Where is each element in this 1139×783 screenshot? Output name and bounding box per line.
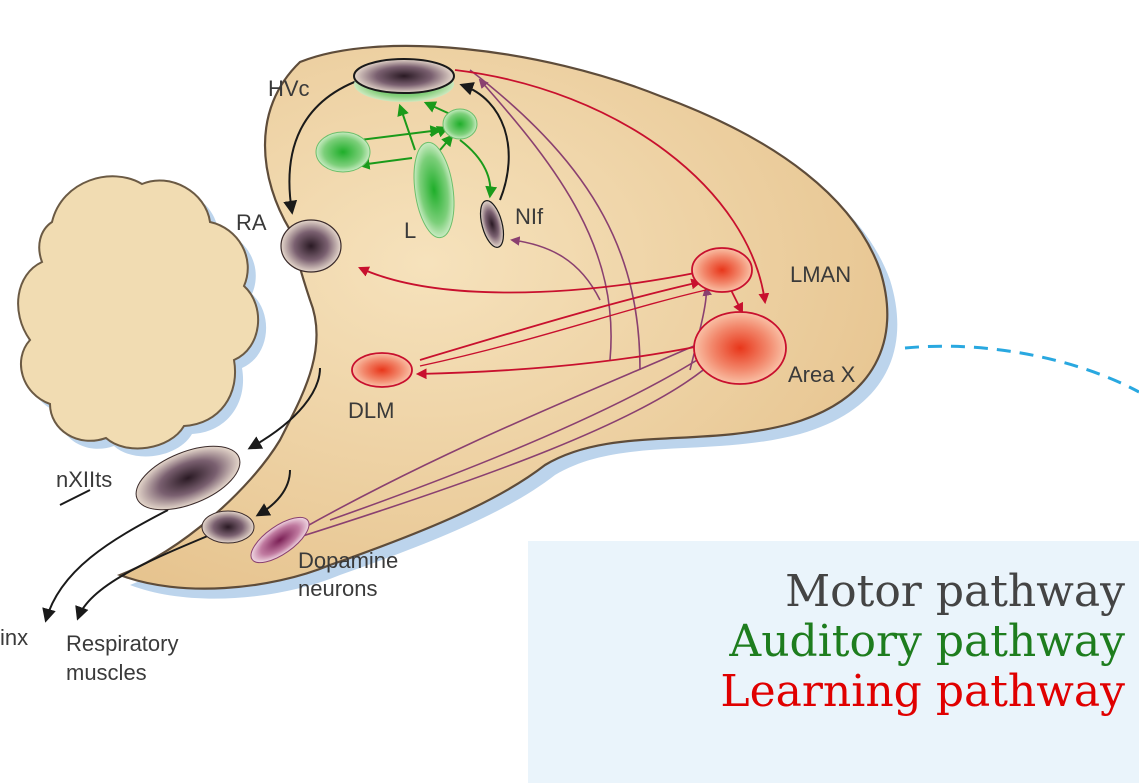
legend-learning: Learning pathway (528, 667, 1125, 717)
label-nif: NIf (515, 204, 544, 229)
pathway-legend: Motor pathway Auditory pathway Learning … (528, 541, 1139, 783)
dashed-connector (905, 346, 1139, 392)
label-lman: LMAN (790, 262, 851, 287)
label-ra: RA (236, 210, 267, 235)
cerebellum (18, 176, 266, 456)
label-dopamine-2: neurons (298, 576, 378, 601)
respiratory-nucleus (202, 511, 254, 543)
legend-motor: Motor pathway (528, 567, 1125, 617)
hvc-nucleus (354, 59, 454, 93)
ra-nucleus (281, 220, 341, 272)
label-dlm: DLM (348, 398, 394, 423)
label-syrinx: inx (0, 625, 28, 650)
label-l: L (404, 218, 416, 243)
label-nxiits: nXIIts (56, 467, 112, 492)
label-respiratory-2: muscles (66, 660, 147, 685)
lman-nucleus (692, 248, 752, 292)
dlm-nucleus (352, 353, 412, 387)
legend-auditory: Auditory pathway (528, 617, 1125, 667)
area-x-nucleus (694, 312, 786, 384)
auditory-field-right (443, 109, 477, 139)
label-hvc: HVc (268, 76, 310, 101)
label-respiratory-1: Respiratory (66, 631, 178, 656)
auditory-field-left (316, 132, 370, 172)
label-dopamine-1: Dopamine (298, 548, 398, 573)
label-area-x: Area X (788, 362, 856, 387)
